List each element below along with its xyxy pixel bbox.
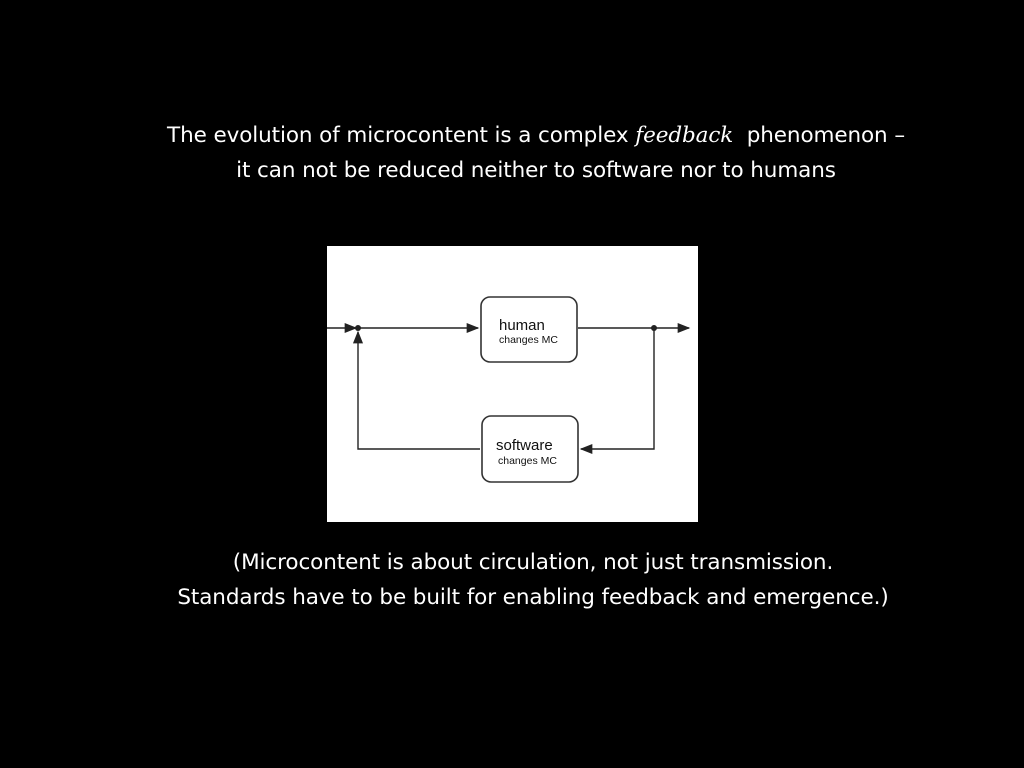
software-node: software changes MC <box>481 415 579 483</box>
human-node-subtitle: changes MC <box>499 334 558 346</box>
heading-emphasis: feedback <box>635 123 734 148</box>
caption-line1: (Microcontent is about circulation, not … <box>232 550 834 575</box>
slide-heading: The evolution of microcontent is a compl… <box>0 118 1024 188</box>
human-node: human changes MC <box>480 296 578 363</box>
caption-line2: Standards have to be built for enabling … <box>177 585 889 610</box>
feedback-to-software-arrow <box>579 328 655 455</box>
heading-line1-prefix: The evolution of microcontent is a compl… <box>167 123 629 148</box>
software-node-title: software <box>496 437 553 454</box>
slide-caption: (Microcontent is about circulation, not … <box>0 545 1024 615</box>
right-junction-dot <box>651 325 657 331</box>
human-node-box <box>480 296 578 363</box>
left-junction-dot <box>355 325 361 331</box>
feedback-loop-svg: human changes MC software changes MC <box>327 296 691 483</box>
human-node-title: human <box>499 317 545 334</box>
software-node-subtitle: changes MC <box>498 455 557 467</box>
heading-line2: it can not be reduced neither to softwar… <box>236 158 836 183</box>
feedback-loop-diagram: human changes MC software changes MC <box>327 246 698 522</box>
software-node-box <box>481 415 579 483</box>
heading-line1-suffix: phenomenon – <box>746 123 905 148</box>
software-to-junction-arrow <box>352 330 480 450</box>
